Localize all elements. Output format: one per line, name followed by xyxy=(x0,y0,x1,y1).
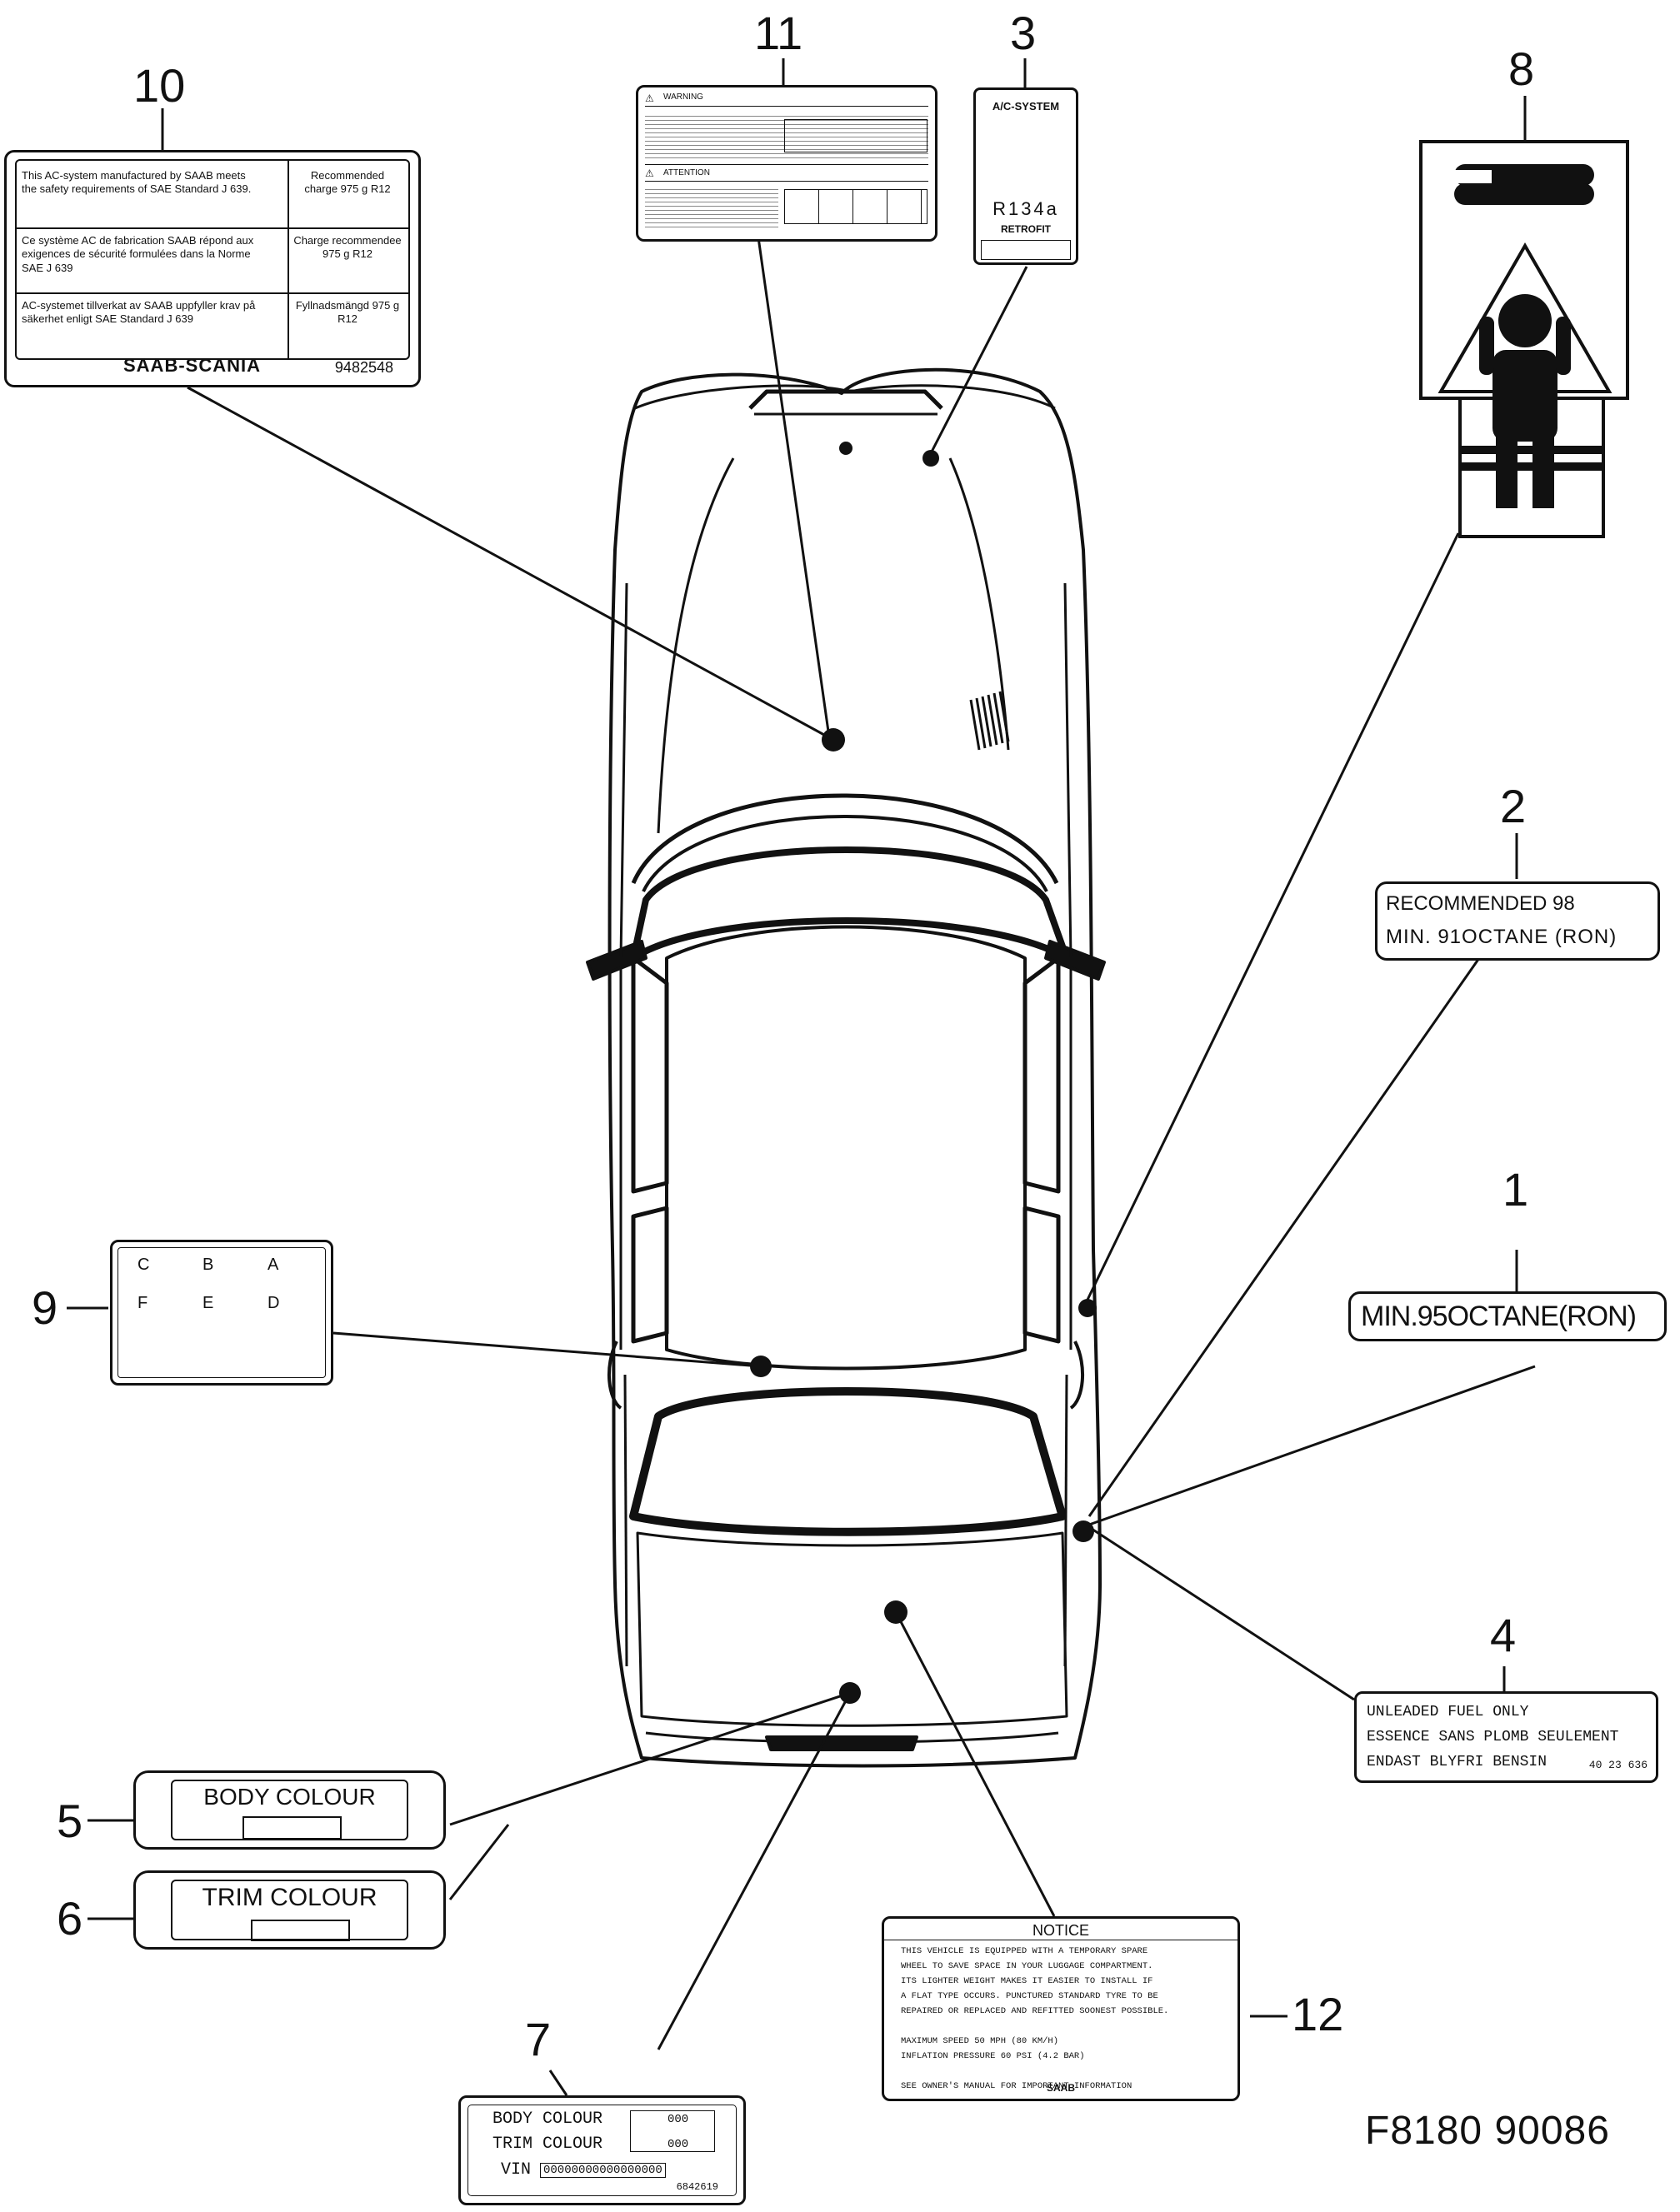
callout-10: 10 xyxy=(133,59,186,112)
label-7-row-1-value: 000 xyxy=(668,2113,689,2126)
child-seat-pictogram xyxy=(1419,140,1629,538)
callout-9: 9 xyxy=(32,1281,58,1334)
label-10-brand: SAAB-SCANIA xyxy=(123,355,261,376)
callout-3: 3 xyxy=(1010,7,1037,59)
label-12-line: WHEEL TO SAVE SPACE IN YOUR LUGGAGE COMP… xyxy=(901,1961,1153,1971)
label-10-code: 9482548 xyxy=(334,359,393,376)
label-8-letter: S xyxy=(1500,140,1544,217)
dot-label-5-6-7 xyxy=(839,1682,861,1704)
label-4-line-2: ESSENCE SANS PLOMB SEULEMENT xyxy=(1367,1729,1619,1745)
label-12-line: SEE OWNER'S MANUAL FOR IMPORTANT INFORMA… xyxy=(901,2081,1132,2091)
label-12-line: ITS LIGHTER WEIGHT MAKES IT EASIER TO IN… xyxy=(901,1976,1153,1986)
label-9-a: A xyxy=(268,1256,279,1274)
label-9-tyre-pressure: C B A F E D xyxy=(110,1240,333,1386)
label-10-ac-system: This AC-system manufactured by SAAB meet… xyxy=(4,150,421,387)
label-10-row-1-right: Recommended charge 975 g R12 xyxy=(304,169,391,196)
dot-label-1-2-4 xyxy=(1072,1520,1094,1542)
label-12-line: A FLAT TYPE OCCURS. PUNCTURED STANDARD T… xyxy=(901,1991,1158,2001)
label-6-value-box xyxy=(251,1920,350,1941)
callout-8: 8 xyxy=(1508,42,1535,95)
label-4-code: 40 23 636 xyxy=(1588,1759,1648,1771)
location-dots xyxy=(750,442,1097,1704)
label-10-row-2-left: Ce système AC de fabrication SAAB répond… xyxy=(22,234,254,274)
label-10-row-2-right: Charge recommendee 975 g R12 xyxy=(293,234,402,261)
label-7-code: 6842619 xyxy=(676,2181,718,2193)
warning-icon: ⚠ xyxy=(645,167,654,179)
label-10-row-1-left: This AC-system manufactured by SAAB meet… xyxy=(22,169,252,196)
label-10-row-3-left: AC-systemet tillverkat av SAAB uppfyller… xyxy=(22,299,256,326)
label-12-line: REPAIRED OR REPLACED AND REFITTED SOONES… xyxy=(901,2006,1169,2016)
label-1-text: MIN.95OCTANE(RON) xyxy=(1361,1301,1637,1332)
label-5-body-colour: BODY COLOUR xyxy=(133,1770,446,1850)
label-3-refrigerant: R134a xyxy=(992,198,1059,219)
leader-lines xyxy=(67,58,1536,2096)
label-1-min-95-octane: MIN.95OCTANE(RON) xyxy=(1348,1291,1667,1341)
callout-7: 7 xyxy=(525,2013,552,2065)
callout-6: 6 xyxy=(57,1892,83,1945)
label-3-title: A/C-SYSTEM xyxy=(992,100,1060,112)
figure-code: F8180 90086 xyxy=(1365,2109,1610,2153)
label-5-title: BODY COLOUR xyxy=(203,1784,376,1810)
label-6-title: TRIM COLOUR xyxy=(202,1884,378,1911)
label-9-d: D xyxy=(268,1294,280,1312)
dot-label-9 xyxy=(750,1356,772,1377)
label-7-row-1: BODY COLOUR xyxy=(492,2110,603,2129)
callout-2: 2 xyxy=(1500,780,1527,832)
label-4-line-3: ENDAST BLYFRI BENSIN xyxy=(1367,1754,1548,1770)
label-12-line: INFLATION PRESSURE 60 PSI (4.2 BAR) xyxy=(901,2051,1085,2061)
label-5-value-box xyxy=(242,1816,342,1840)
label-12-line xyxy=(901,2064,1229,2079)
label-9-f: F xyxy=(138,1294,148,1312)
label-2-line-2: MIN. 91OCTANE (RON) xyxy=(1386,926,1618,948)
dot-label-8 xyxy=(1078,1299,1097,1317)
callout-12: 12 xyxy=(1292,1988,1344,2040)
dot-hood-top xyxy=(839,442,852,455)
label-7-row-2: TRIM COLOUR xyxy=(492,2135,603,2154)
label-9-c: C xyxy=(138,1256,150,1274)
label-11-refrigerant-warning: ⚠ WARNING ⚠ ATTENTION xyxy=(636,85,938,242)
label-7-row-3: VIN xyxy=(501,2160,532,2180)
label-11-header-1: WARNING xyxy=(663,92,703,102)
label-7-row-2-value: 000 xyxy=(668,2138,689,2151)
label-12-line: MAXIMUM SPEED 50 MPH (80 KM/H) xyxy=(901,2036,1059,2046)
callout-5: 5 xyxy=(57,1795,83,1847)
dot-label-10-11 xyxy=(822,728,845,751)
car-top-view xyxy=(586,367,1106,1768)
label-7-body-trim-vin: BODY COLOUR 000 TRIM COLOUR 000 VIN 0000… xyxy=(458,2095,746,2205)
label-12-notice-spare-wheel: NOTICE THIS VEHICLE IS EQUIPPED WITH A T… xyxy=(882,1916,1240,2101)
label-9-e: E xyxy=(202,1294,214,1312)
label-4-line-1: UNLEADED FUEL ONLY xyxy=(1367,1704,1529,1720)
label-3-ac-system-r134a: A/C-SYSTEM R134a RETROFIT xyxy=(973,87,1078,265)
label-12-line: THIS VEHICLE IS EQUIPPED WITH A TEMPORAR… xyxy=(901,1946,1148,1956)
warning-icon: ⚠ xyxy=(645,92,654,104)
label-2-recommended-98: RECOMMENDED 98 MIN. 91OCTANE (RON) xyxy=(1375,881,1660,961)
label-10-row-3-right: Fyllnadsmängd 975 g R12 xyxy=(295,299,400,326)
label-12-title: NOTICE xyxy=(1032,1922,1089,1939)
label-11-header-2: ATTENTION xyxy=(663,168,710,177)
callout-4: 4 xyxy=(1490,1609,1517,1661)
label-4-unleaded-fuel: UNLEADED FUEL ONLY ESSENCE SANS PLOMB SE… xyxy=(1354,1691,1658,1783)
label-7-row-3-value: 00000000000000000 xyxy=(540,2163,666,2178)
label-12-brand: SAAB xyxy=(1046,2082,1075,2094)
callout-11: 11 xyxy=(754,7,803,59)
label-12-line xyxy=(901,2019,1229,2034)
label-3-sub: RETROFIT xyxy=(1001,223,1051,235)
label-6-trim-colour: TRIM COLOUR xyxy=(133,1870,446,1950)
callout-1: 1 xyxy=(1502,1163,1529,1216)
dot-label-3 xyxy=(922,450,939,467)
dot-label-12 xyxy=(884,1600,908,1624)
label-2-line-1: RECOMMENDED 98 xyxy=(1386,892,1575,915)
label-9-b: B xyxy=(202,1256,214,1274)
